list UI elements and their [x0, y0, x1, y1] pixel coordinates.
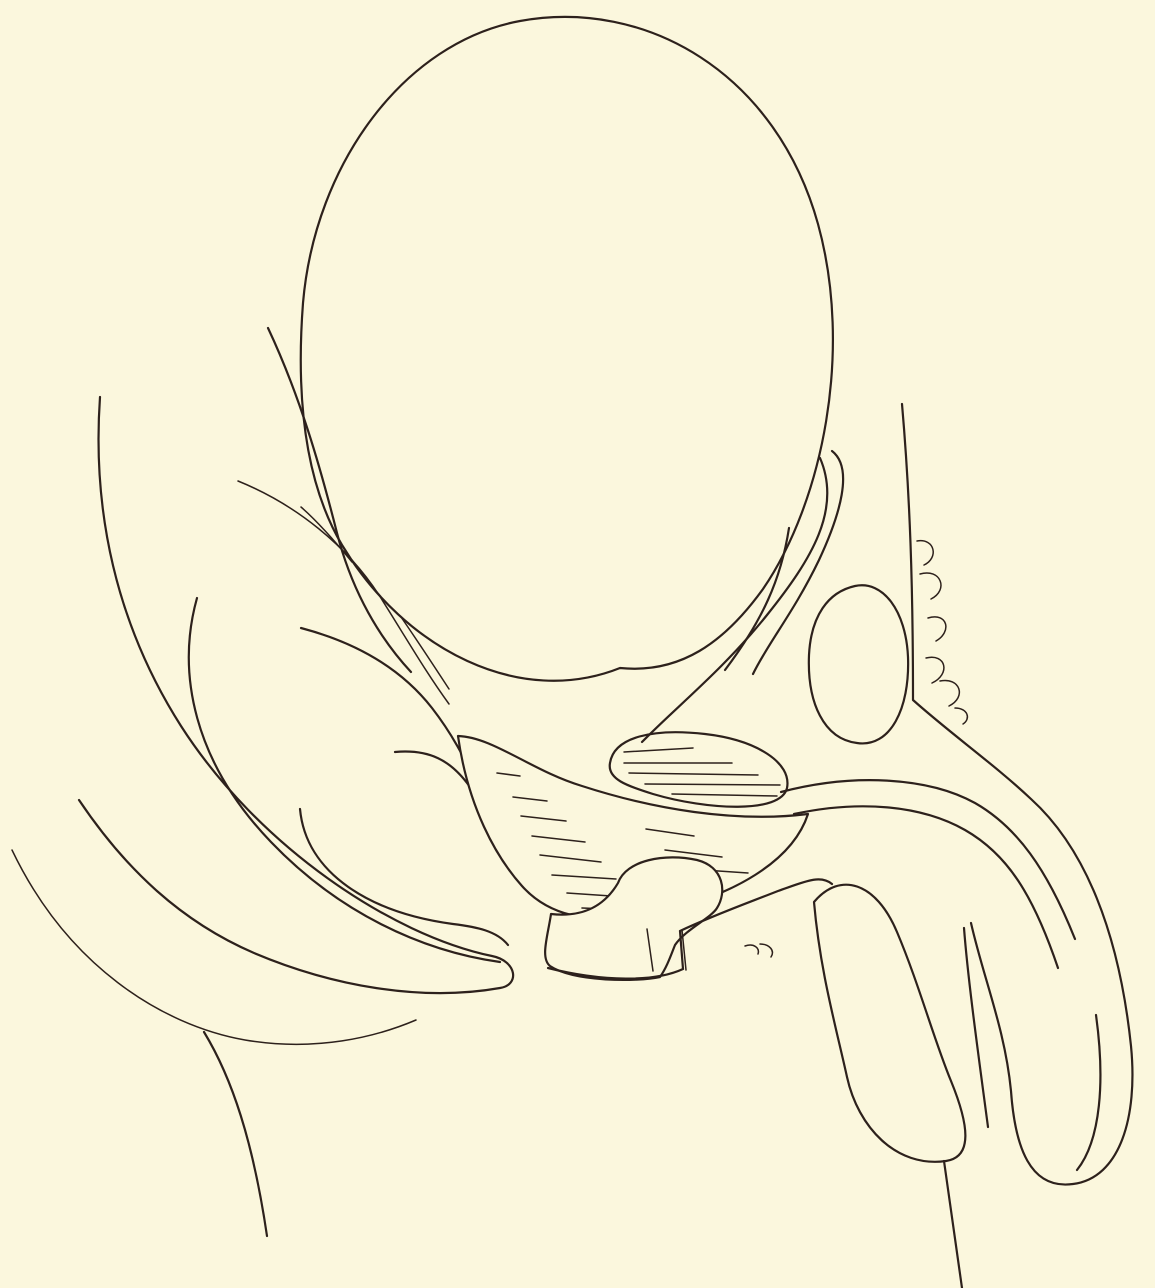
lower-left-line — [204, 1032, 267, 1236]
small-tab-right — [760, 944, 772, 957]
left-outer-fold — [12, 850, 416, 1044]
right-lower-appendage-stem — [944, 1161, 962, 1288]
bubble-cluster — [917, 541, 967, 724]
curved-duct-outer-inner — [1077, 1015, 1100, 1170]
lower-right-line — [964, 928, 988, 1127]
small-oval — [809, 585, 908, 743]
large-oval-structure — [301, 17, 833, 681]
small-tab-left — [745, 945, 758, 954]
right-lower-appendage — [814, 885, 965, 1162]
